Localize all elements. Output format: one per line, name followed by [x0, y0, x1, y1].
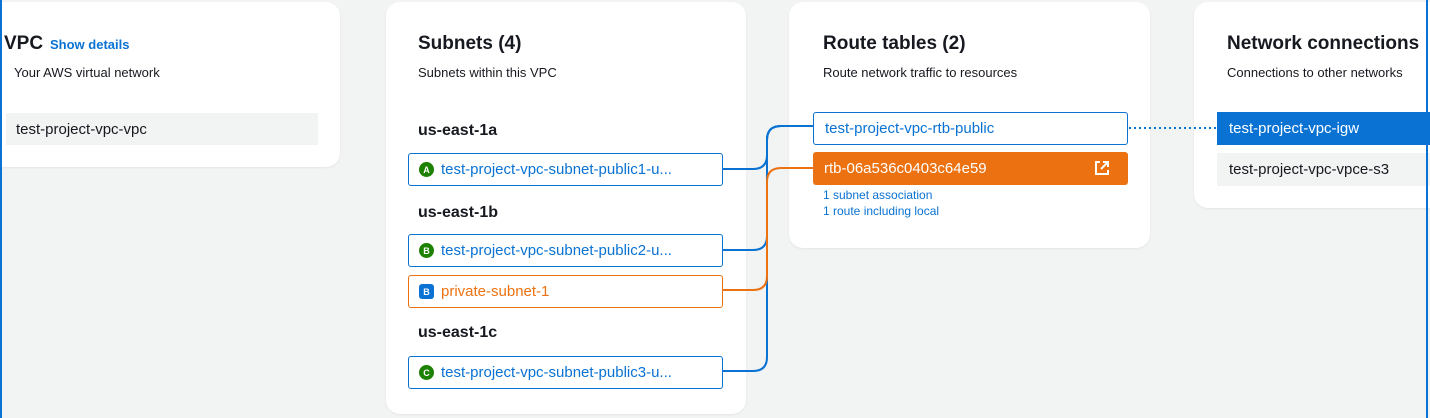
routes-link[interactable]: 1 route including local — [823, 204, 940, 218]
az-a-badge-icon: A — [419, 162, 434, 177]
vpc-item[interactable]: test-project-vpc-vpc — [6, 113, 318, 145]
subnet-label: test-project-vpc-subnet-public3-u... — [441, 364, 672, 381]
subnets-subtitle: Subnets within this VPC — [418, 65, 557, 80]
subnet-label: private-subnet-1 — [441, 283, 550, 300]
subnet-label: test-project-vpc-subnet-public1-u... — [441, 161, 672, 178]
az-c-badge-icon: C — [419, 365, 434, 380]
az-us-east-1b: us-east-1b — [418, 204, 499, 221]
subnet-public2[interactable]: B test-project-vpc-subnet-public2-u... — [408, 234, 723, 267]
show-details-link[interactable]: Show details — [50, 37, 130, 52]
igw-item[interactable]: test-project-vpc-igw — [1217, 112, 1430, 145]
route-tables-title: Route tables (2) — [823, 33, 966, 54]
az-b-badge-icon: B — [419, 243, 434, 258]
vpc-title: VPC — [4, 33, 44, 54]
route-table-label: rtb-06a536c0403c64e59 — [824, 160, 987, 177]
subnet-label: test-project-vpc-subnet-public2-u... — [441, 242, 672, 259]
az-us-east-1c: us-east-1c — [418, 324, 498, 341]
subnet-public3[interactable]: C test-project-vpc-subnet-public3-u... — [408, 356, 723, 389]
subnet-private1[interactable]: B private-subnet-1 — [408, 275, 723, 308]
vpc-card: VPC Show details Your AWS virtual networ… — [0, 2, 340, 167]
subnets-card: Subnets (4) Subnets within this VPC us-e… — [386, 2, 746, 414]
igw-label: test-project-vpc-igw — [1229, 120, 1360, 137]
vpce-item[interactable]: test-project-vpc-vpce-s3 — [1217, 153, 1430, 186]
route-tables-subtitle: Route network traffic to resources — [823, 65, 1018, 80]
vpc-subtitle: Your AWS virtual network — [14, 65, 160, 80]
az-b-square-badge-icon: B — [419, 284, 434, 299]
network-title: Network connections — [1227, 33, 1420, 54]
subnets-title: Subnets (4) — [418, 33, 522, 54]
route-table-label: test-project-vpc-rtb-public — [825, 120, 995, 137]
route-table-main[interactable]: rtb-06a536c0403c64e59 — [813, 152, 1128, 185]
az-us-east-1a: us-east-1a — [418, 122, 498, 139]
network-subtitle: Connections to other networks — [1227, 65, 1403, 80]
route-table-public[interactable]: test-project-vpc-rtb-public — [813, 112, 1128, 145]
network-connections-card: Network connections Connections to other… — [1194, 2, 1430, 208]
external-link-icon[interactable] — [1094, 160, 1110, 176]
route-tables-card: Route tables (2) Route network traffic t… — [789, 2, 1150, 248]
subnet-association-link[interactable]: 1 subnet association — [823, 188, 933, 202]
subnet-public1[interactable]: A test-project-vpc-subnet-public1-u... — [408, 153, 723, 186]
